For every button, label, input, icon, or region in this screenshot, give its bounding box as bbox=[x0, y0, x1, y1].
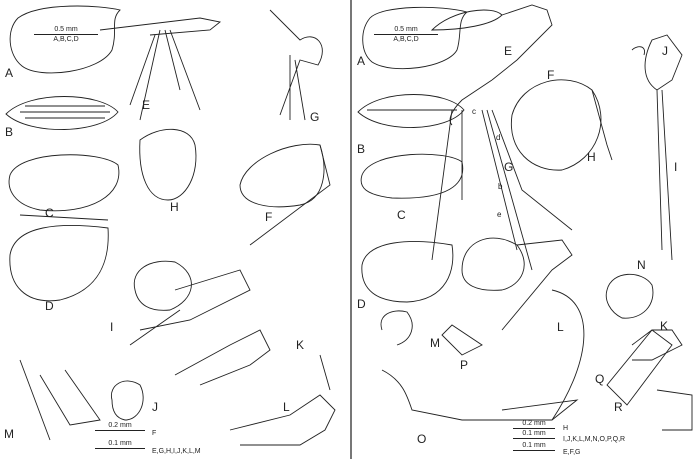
fig-label-C: C bbox=[397, 208, 406, 222]
fig-label-P: P bbox=[460, 358, 469, 372]
fig-label-D: D bbox=[45, 299, 54, 313]
fig-label-N: N bbox=[637, 258, 646, 272]
left-drawings bbox=[5, 5, 336, 446]
fig-label-A: A bbox=[357, 54, 366, 68]
fig-label-D: D bbox=[357, 297, 366, 311]
fig-label-F: F bbox=[265, 210, 273, 224]
fig-label-O: O bbox=[417, 432, 427, 446]
scale-bar-0.1mm-a-target: I,J,K,L,M,N,O,P,Q,R bbox=[563, 436, 626, 443]
left-plate: A B C D E F G H I J K L M 0.5 mm A,B,C,D… bbox=[4, 5, 336, 455]
scale-bar-0.1mm-a: 0.1 mm bbox=[513, 430, 555, 439]
fig-label-E: E bbox=[142, 98, 151, 112]
fig-label-F: F bbox=[547, 68, 555, 82]
seta-label-c: c bbox=[472, 107, 476, 116]
fig-label-C: C bbox=[45, 206, 54, 220]
fig-label-L: L bbox=[557, 320, 564, 334]
fig-label-G: G bbox=[504, 160, 514, 174]
fig-label-E: E bbox=[504, 44, 513, 58]
scale-bar-0.1mm-target: E,G,H,I,J,K,L,M bbox=[152, 448, 201, 455]
fig-label-R: R bbox=[614, 400, 623, 414]
scale-bar-0.1mm-b-target: E,F,G bbox=[563, 449, 581, 456]
fig-label-K: K bbox=[296, 338, 305, 352]
fig-label-A: A bbox=[5, 66, 14, 80]
scale-bar-0.2mm: 0.2 mm bbox=[513, 420, 555, 429]
fig-label-K: K bbox=[660, 319, 669, 333]
fig-label-I: I bbox=[674, 160, 678, 174]
fig-label-L: L bbox=[283, 400, 290, 414]
seta-label-e: e bbox=[497, 210, 502, 219]
right-plate: A B C D E F G H I J K L M N O P Q R b c … bbox=[352, 0, 700, 459]
fig-label-M: M bbox=[430, 336, 440, 350]
scale-bar-0.1mm-b: 0.1 mm bbox=[513, 442, 555, 451]
fig-label-H: H bbox=[587, 150, 596, 164]
scale-bar-0.2mm-target: H bbox=[563, 425, 569, 432]
seta-label-d: d bbox=[496, 133, 501, 142]
panel-divider bbox=[350, 0, 352, 459]
fig-label-J: J bbox=[662, 44, 668, 58]
fig-label-Q: Q bbox=[595, 372, 605, 386]
fig-label-M: M bbox=[4, 427, 14, 441]
fig-label-J: J bbox=[152, 400, 158, 414]
scale-bar-0.1mm: 0.1 mm bbox=[95, 440, 145, 449]
fig-label-B: B bbox=[357, 142, 366, 156]
scale-bar-0.2mm-target: F bbox=[152, 430, 157, 437]
fig-label-B: B bbox=[5, 125, 14, 139]
right-drawings bbox=[357, 4, 693, 431]
fig-label-I: I bbox=[110, 320, 114, 334]
fig-label-G: G bbox=[310, 110, 320, 124]
scale-bar-0.5mm: 0.5 mm A,B,C,D bbox=[34, 26, 98, 43]
scale-bar-0.2mm: 0.2 mm bbox=[95, 422, 145, 431]
seta-label-b: b bbox=[498, 182, 503, 191]
scale-bar-0.5mm: 0.5 mm A,B,C,D bbox=[374, 26, 438, 43]
fig-label-H: H bbox=[170, 200, 179, 214]
